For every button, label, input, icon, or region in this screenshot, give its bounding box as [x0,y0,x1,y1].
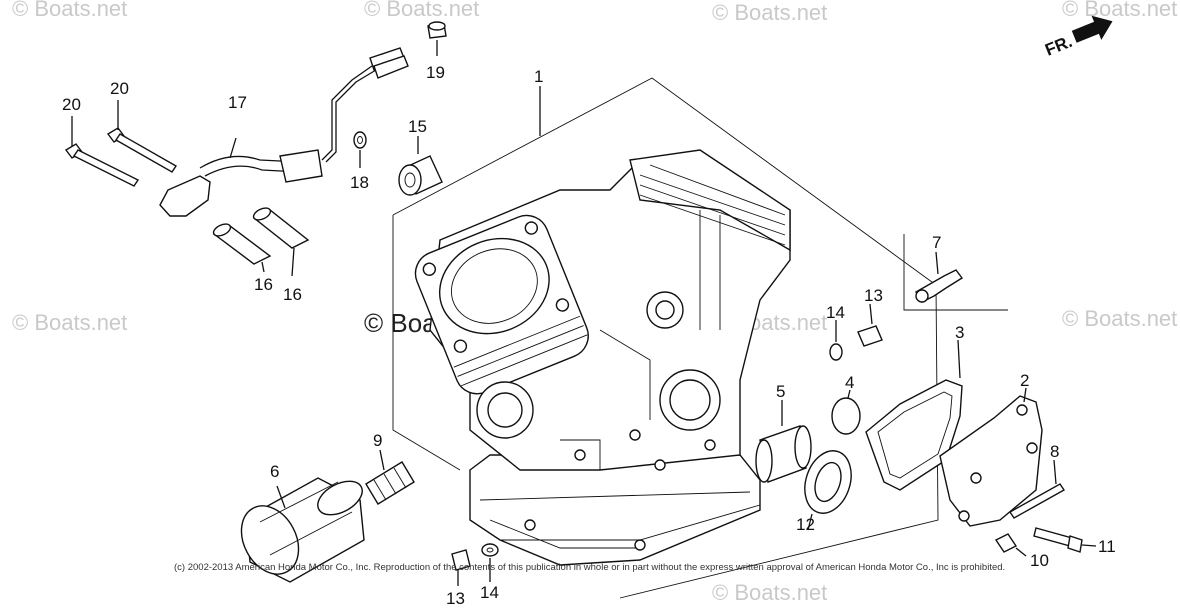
callout-18: 18 [350,173,369,192]
callout-6: 6 [270,462,279,481]
callout-1: 1 [534,67,543,86]
callout-2: 2 [1020,371,1029,390]
callout-20-left: 20 [62,95,81,114]
part-8-clip [1008,459,1066,519]
callout-9: 9 [373,431,382,450]
watermark-top-right-center: © Boats.net [712,0,827,25]
callout-3: 3 [955,323,964,342]
callout-16-right: 16 [283,285,302,304]
part-5-sleeve [755,400,812,483]
part-10-bolt [994,533,1027,557]
rear-cylinder-fins [629,149,791,330]
watermark-bottom: © Boats.net [712,580,827,605]
part-16-dowels [212,207,310,277]
watermark-top-left: © Boats.net [12,0,127,21]
part-9-oil-nipple [365,449,415,505]
front-direction-label: FR. [1042,32,1075,60]
crankcase [414,149,791,566]
callout-17: 17 [228,93,247,112]
part-13-bolt-right [857,303,883,347]
watermark-top-right: © Boats.net [1062,0,1177,21]
callout-4: 4 [845,373,854,392]
part-14-washer-bottom [481,543,499,582]
callout-16-left: 16 [254,275,273,294]
part-20-bolts [64,100,177,187]
watermark-mid-right: © Boats.net [1062,306,1177,331]
part-13-bolt-bottom [451,549,471,586]
part-6-oil-filter [240,477,365,583]
callout-8: 8 [1050,442,1059,461]
callout-13-bottom: 13 [446,589,465,608]
callout-20-right: 20 [110,79,129,98]
part-2-pump-cover [939,387,1043,527]
part-3-gasket [865,339,963,491]
callout-14-bottom: 14 [480,583,499,602]
part-12-oil-seal [804,450,852,531]
copyright-notice: (c) 2002-2013 American Honda Motor Co., … [174,562,1005,573]
watermark-mid-left: © Boats.net [12,310,127,335]
callout-12: 12 [796,515,815,534]
callout-5: 5 [776,382,785,401]
watermark-top-center: © Boats.net [364,0,479,21]
callout-13-right: 13 [864,286,883,305]
callout-19: 19 [426,63,445,82]
part-14-washer-right [829,320,843,361]
callout-10: 10 [1030,551,1049,570]
part-18-washer [353,131,367,168]
callout-11: 11 [1098,537,1116,556]
part-15-bearing [398,136,443,196]
callout-15: 15 [408,117,427,136]
callout-7: 7 [932,233,941,252]
part-19-cap [427,21,447,56]
part-17-sensor-harness [159,47,409,217]
part-11-bolt [1033,527,1097,553]
part-4-plug [831,389,861,435]
callout-14-right: 14 [826,303,845,322]
part-7-fitting [903,234,1008,311]
